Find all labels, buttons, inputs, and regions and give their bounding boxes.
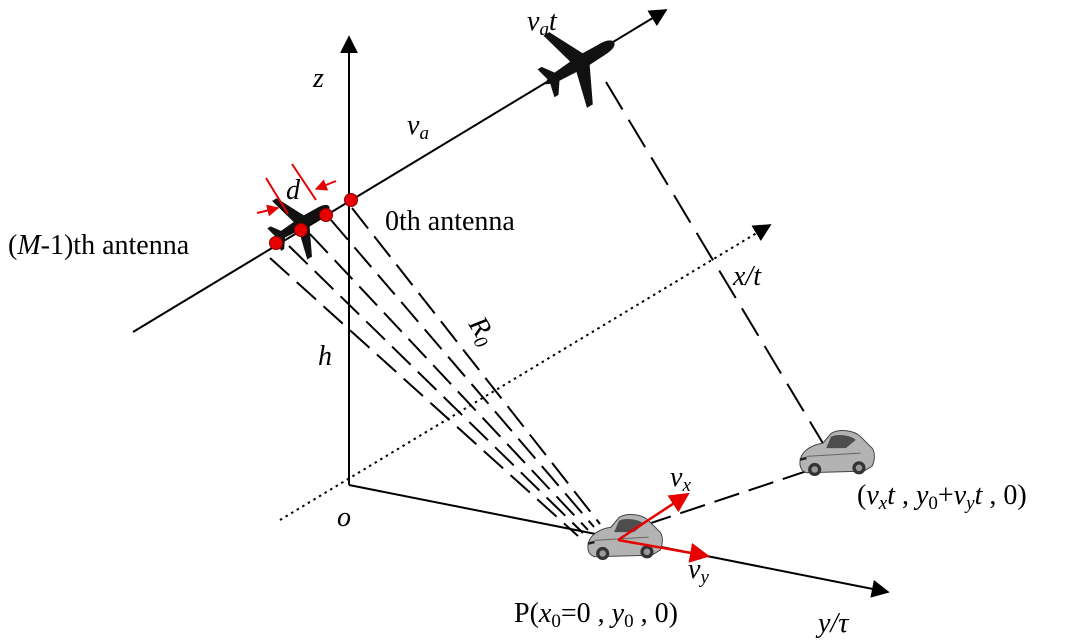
platform-displacement-label: vat [527, 6, 558, 40]
antenna-array [269, 193, 358, 250]
antenna-0-label: 0th antenna [385, 206, 515, 237]
spacing-marker [256, 163, 337, 217]
z-axis-label: z [312, 63, 324, 94]
range-beams [269, 207, 601, 537]
vy-label: vy [688, 554, 709, 588]
x-axis-label: x/t [732, 261, 762, 292]
target-position-label: P(x0=0 , y0 , 0) [514, 598, 678, 632]
origin-label: o [337, 502, 351, 533]
vx-label: vx [670, 462, 691, 496]
range-label: R0 [459, 310, 503, 352]
antenna-spacing-label: d [286, 175, 301, 206]
moved-target-position-label: (vxt , y0+vyt , 0) [857, 480, 1027, 514]
antenna-last-label: (M-1)th antenna [8, 230, 190, 261]
height-label: h [318, 341, 332, 372]
platform-velocity-label: va [407, 110, 429, 144]
x-axis-dotted [279, 224, 772, 521]
advanced-plane-beam [605, 81, 831, 456]
y-axis-label: y/τ [815, 608, 849, 639]
vx-arrow [617, 492, 690, 542]
car-icon [798, 429, 876, 478]
vy-arrow [617, 538, 710, 563]
